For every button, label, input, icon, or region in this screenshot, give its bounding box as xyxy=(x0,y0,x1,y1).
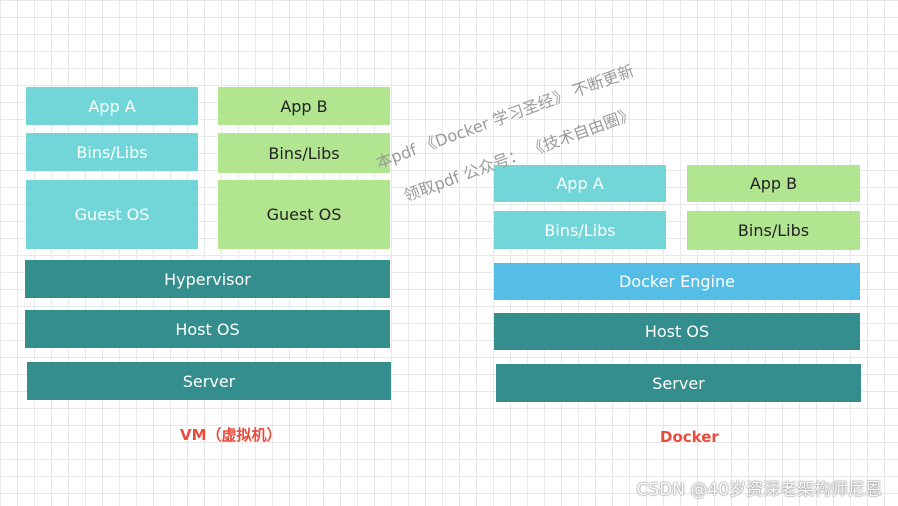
vm-app-b-block: App B xyxy=(218,87,390,125)
csdn-credit: CSDN @40岁资深老架构师尼恩 xyxy=(636,480,882,500)
vm-guest-os-a-block: Guest OS xyxy=(26,180,198,249)
docker-host-os-block: Host OS xyxy=(494,313,860,350)
vm-bins-libs-b-block: Bins/Libs xyxy=(218,133,390,173)
vm-hypervisor-block: Hypervisor xyxy=(25,260,390,298)
docker-app-a-block: App A xyxy=(494,165,666,202)
vm-server-block: Server xyxy=(27,362,391,400)
vm-caption: VM（虚拟机） xyxy=(180,426,282,444)
vm-app-a-block: App A xyxy=(26,87,198,125)
vm-host-os-block: Host OS xyxy=(25,310,390,348)
docker-server-block: Server xyxy=(496,364,861,402)
docker-bins-libs-b-block: Bins/Libs xyxy=(687,211,860,250)
docker-caption: Docker xyxy=(660,428,719,446)
docker-engine-block: Docker Engine xyxy=(494,263,860,300)
docker-app-b-block: App B xyxy=(687,165,860,202)
vm-bins-libs-a-block: Bins/Libs xyxy=(26,133,198,171)
vm-guest-os-b-block: Guest OS xyxy=(218,180,390,249)
docker-bins-libs-a-block: Bins/Libs xyxy=(494,211,666,249)
